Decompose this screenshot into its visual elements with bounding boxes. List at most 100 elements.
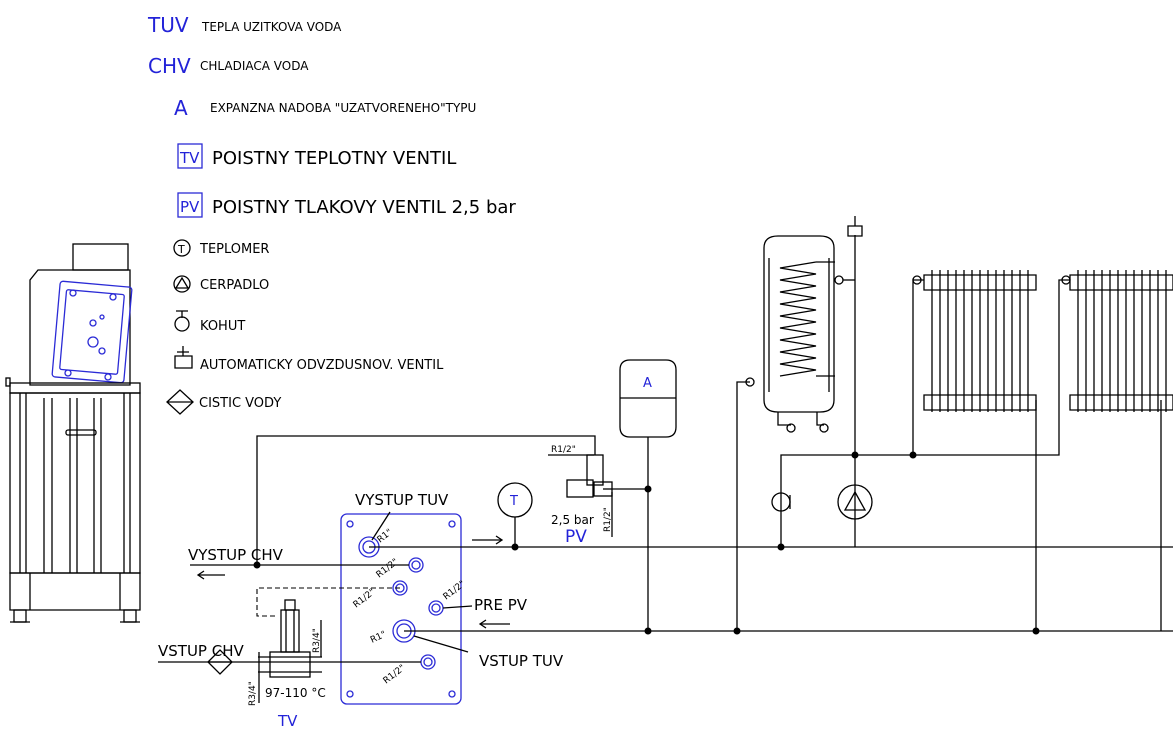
- legend-tuv-abbr: TUV: [147, 13, 189, 37]
- radiator-1-valve: [912, 275, 922, 285]
- leader-vystup-tuv: [371, 511, 391, 541]
- dim-r1-2-b: R1/2": [352, 587, 378, 610]
- label-vstup-tuv: VSTUP TUV: [479, 652, 564, 670]
- junction-5: [733, 627, 741, 635]
- dim-r1-2-a: R1/2": [375, 557, 401, 580]
- hot-water-tank: [745, 216, 863, 433]
- expansion-tank: [619, 359, 677, 438]
- plate-corner-hole-tr: [448, 520, 456, 528]
- junction-6: [777, 543, 785, 551]
- junction-1: [253, 561, 261, 569]
- dim-r3-4-a: R3/4": [312, 628, 322, 653]
- legend-vent-text: AUTOMATICKY ODVZDUSNOV. VENTIL: [200, 358, 444, 373]
- exchanger-plate: [340, 513, 462, 705]
- piping: [158, 235, 1173, 663]
- radiator-2-top: [1069, 274, 1173, 291]
- pv-valve-body: [586, 454, 604, 486]
- label-pre-pv: PRE PV: [474, 596, 528, 614]
- tv-valve-inner: [285, 610, 295, 652]
- legend-pv-text: POISTNY TLAKOVY VENTIL 2,5 bar: [212, 197, 516, 218]
- legend-a-text: EXPANZNA NADOBA "UZATVORENEHO"TYPU: [210, 101, 476, 115]
- tv-dim-lines: [258, 620, 322, 703]
- tv-valve-cap: [284, 599, 296, 611]
- label-pv: PV: [565, 527, 587, 547]
- pv-valve-handle: [566, 479, 594, 498]
- junction-3: [644, 485, 652, 493]
- plate-hole-5: [89, 319, 97, 327]
- tv-valve-pipes: [258, 656, 322, 673]
- legend-pv-abbr: PV: [180, 198, 200, 216]
- input-filter-icon: [207, 649, 233, 675]
- legend-chv-abbr: CHV: [148, 54, 191, 78]
- dim-r1-2-d: R1/2": [382, 663, 408, 686]
- label-vystup-chv: VYSTUP CHV: [188, 546, 284, 564]
- leader-pre-pv: [442, 605, 473, 609]
- tv-valve-base: [269, 651, 311, 678]
- pipe-pump-loop: [780, 454, 856, 547]
- boiler-foot-left: [13, 609, 27, 623]
- plate-corner-hole-bl: [346, 690, 354, 698]
- boiler-top-body: [29, 269, 131, 386]
- kohut-symbol-icon: [174, 316, 190, 332]
- label-vystup-tuv: VYSTUP TUV: [355, 491, 449, 509]
- port-vstup-chv-inner: [423, 657, 433, 667]
- pipe-radiator-1-feed: [912, 279, 924, 455]
- plate-corner-hole-tl: [346, 520, 354, 528]
- plate-hole-4: [104, 373, 112, 381]
- sensor-dashed-line: [256, 587, 400, 617]
- plate-hole-7: [87, 336, 99, 348]
- radiator-2: [1061, 270, 1173, 412]
- port-vystup-chv-inner: [411, 560, 421, 570]
- legend-tv-box: [177, 143, 203, 169]
- legend-chv-text: CHLADIACA VODA: [200, 59, 309, 73]
- boiler-side-lines: [19, 393, 131, 573]
- coil-connections: [816, 261, 835, 377]
- plate-hole-2: [109, 293, 117, 301]
- air-vent-symbol-icon: [174, 346, 193, 369]
- tank-bottom-valves: [777, 412, 824, 426]
- dim-r3-4-b: R3/4": [248, 681, 258, 706]
- radiator-1: [912, 270, 1037, 412]
- legend-kohut-text: KOHUT: [200, 319, 245, 334]
- filter-symbol-icon: [166, 389, 194, 415]
- tank-inlet-valve: [745, 377, 755, 387]
- tank-outlet-valve: [834, 275, 844, 285]
- junction-8: [909, 451, 917, 459]
- tv-valve-body: [280, 609, 300, 653]
- pv-valve: [548, 454, 613, 537]
- port-pv-icon: [428, 600, 444, 616]
- plate-hole-3: [64, 369, 72, 377]
- dim-r1-2-c: R1/2": [442, 579, 468, 602]
- boiler-base: [9, 572, 141, 611]
- boiler-hinge: [5, 377, 11, 387]
- label-pv-pressure: 2,5 bar: [551, 513, 594, 527]
- legend-filter-text: CISTIC VODY: [199, 396, 281, 411]
- dim-r1-2-pv-vertical: R1/2": [603, 507, 613, 532]
- arrow-right-icon: [472, 535, 504, 545]
- junction-4: [644, 627, 652, 635]
- tv-valve: [258, 599, 322, 703]
- plate-outline: [340, 513, 462, 705]
- tank-inner-walls: [768, 258, 830, 392]
- boiler-flue: [72, 243, 129, 271]
- legend-t-text: TEPLOMER: [199, 242, 269, 257]
- dim-r1-2-top: R1/2": [551, 445, 576, 455]
- boiler-body: [9, 392, 141, 574]
- boiler-front-ribs: [43, 398, 102, 573]
- pump-triangle: [843, 490, 867, 511]
- plate-hole-1: [69, 289, 77, 297]
- legend-tuv-text: TEPLA UZITKOVA VODA: [201, 20, 342, 34]
- pump-triangle-icon: [174, 276, 190, 289]
- junction-9: [1032, 627, 1040, 635]
- port-dashed-icon: [392, 580, 408, 596]
- label-tv: TV: [277, 712, 298, 730]
- pipe-radiator-feed: [855, 279, 1070, 456]
- arrow-left-icon: [196, 570, 225, 580]
- legend-pv-box: [177, 192, 203, 218]
- air-vent-icon: [847, 216, 863, 237]
- tank-a-shell: [619, 359, 677, 438]
- boiler-handle: [65, 429, 97, 436]
- boiler-base-lines: [29, 573, 121, 610]
- leader-vstup-tuv: [413, 635, 469, 653]
